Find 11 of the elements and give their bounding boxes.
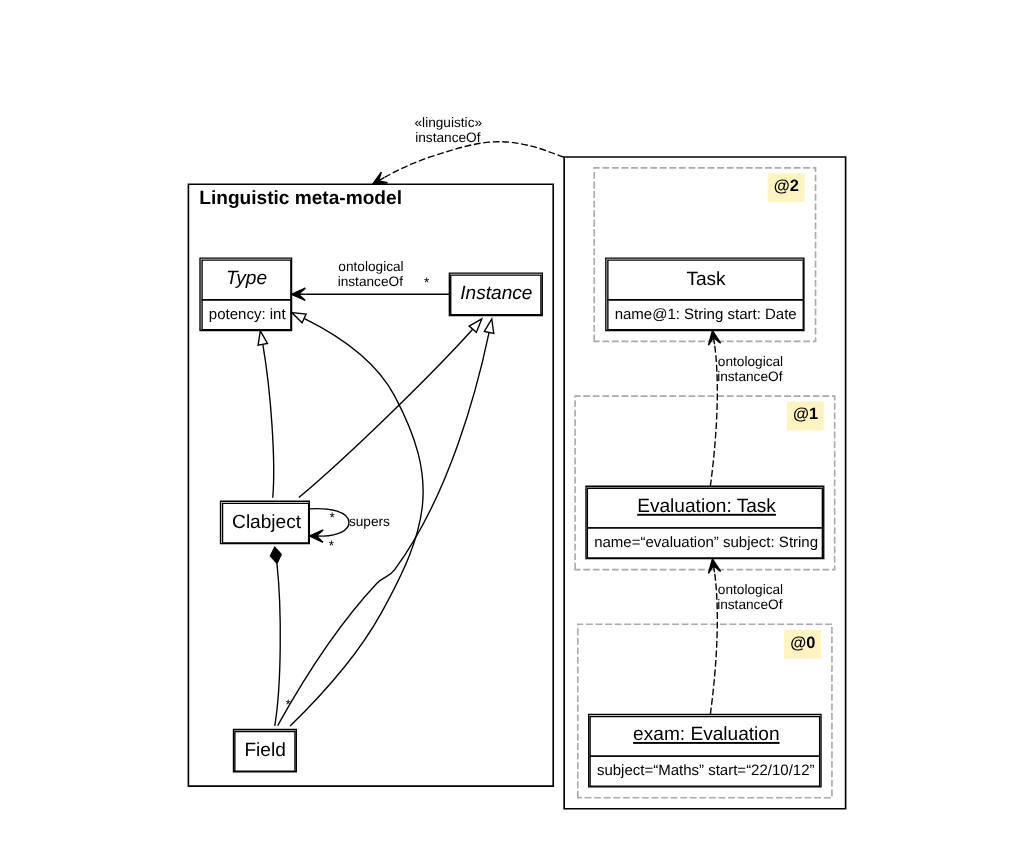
arrow: [707, 330, 722, 487]
arrow: [289, 311, 424, 727]
arrow: [290, 287, 450, 302]
arrow: [308, 507, 350, 543]
arrow: [298, 317, 484, 499]
arrow: [257, 328, 275, 499]
cluster: [563, 156, 847, 810]
arrow: [276, 316, 495, 727]
arrow: [371, 141, 565, 185]
connector: [269, 545, 283, 727]
arrow: [707, 558, 722, 715]
